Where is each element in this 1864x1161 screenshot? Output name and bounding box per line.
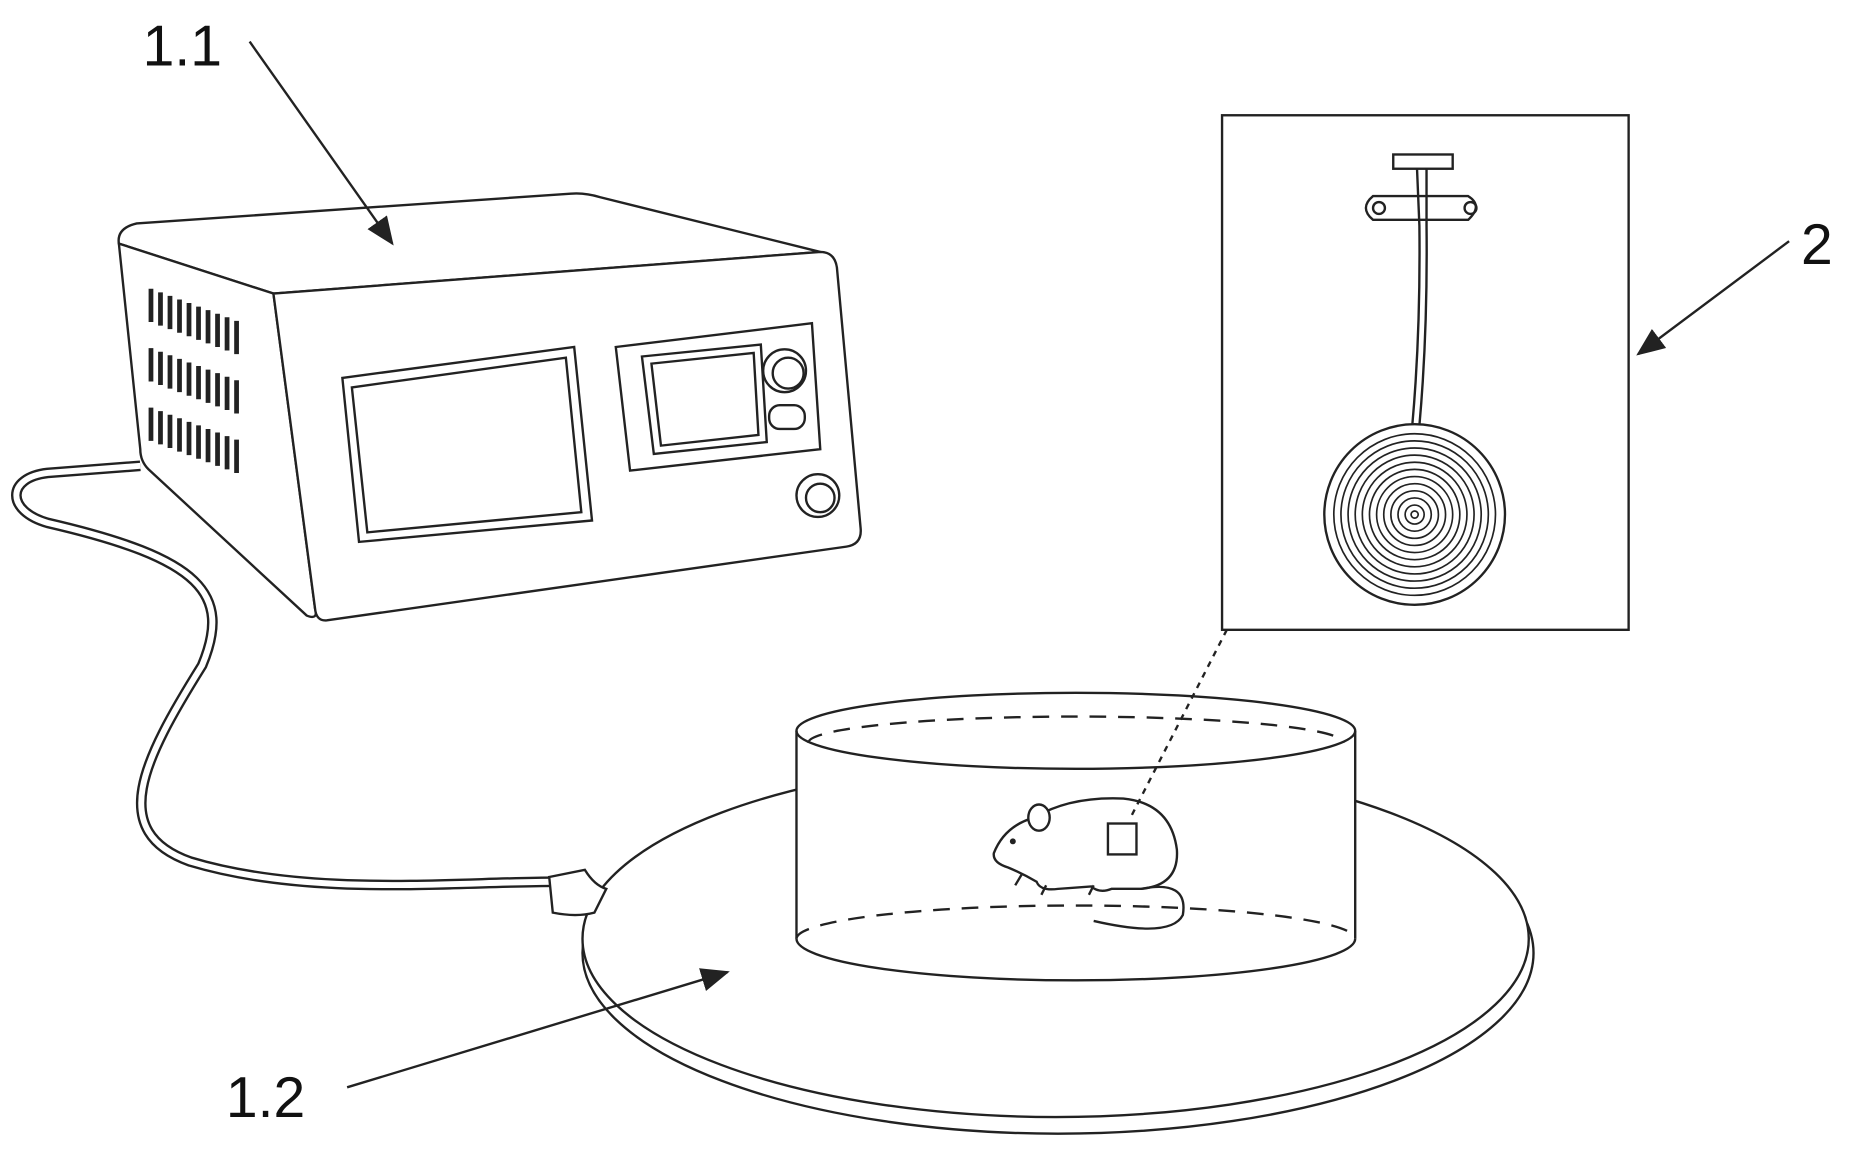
label-1-2: 1.2	[226, 1066, 305, 1130]
small-display-screen	[650, 351, 760, 447]
electrode-inset	[1220, 114, 1630, 632]
label-2: 2	[1801, 213, 1833, 277]
leader-line-2	[1636, 240, 1790, 356]
label-1-1: 1.1	[143, 14, 222, 78]
control-button[interactable]	[767, 404, 806, 431]
small-display-bezel	[640, 343, 769, 456]
electrode-tab	[1364, 194, 1478, 222]
device-top-face	[117, 192, 821, 295]
cable	[11, 460, 557, 891]
cylinder-rim	[795, 691, 1357, 771]
control-knob-inner	[771, 356, 805, 390]
main-display-bezel	[350, 356, 583, 534]
main-display-screen	[341, 345, 594, 544]
power-knob-inner	[804, 482, 836, 514]
leader-line-1-2	[346, 968, 730, 1089]
power-knob-icon[interactable]	[795, 472, 841, 519]
vent-slots-icon	[148, 288, 239, 473]
mouse-icon	[992, 797, 1185, 930]
electrode-disc	[1323, 423, 1507, 607]
electrode-wire	[1411, 168, 1428, 426]
leader-line-1-1	[248, 40, 394, 246]
electrode-patch	[1106, 822, 1138, 856]
spiral-coil-icon	[1332, 432, 1497, 597]
control-knob-icon[interactable]	[762, 348, 808, 394]
stimulator-device	[117, 192, 862, 622]
electrode-plug	[1392, 153, 1454, 170]
cable-connector	[547, 868, 608, 917]
